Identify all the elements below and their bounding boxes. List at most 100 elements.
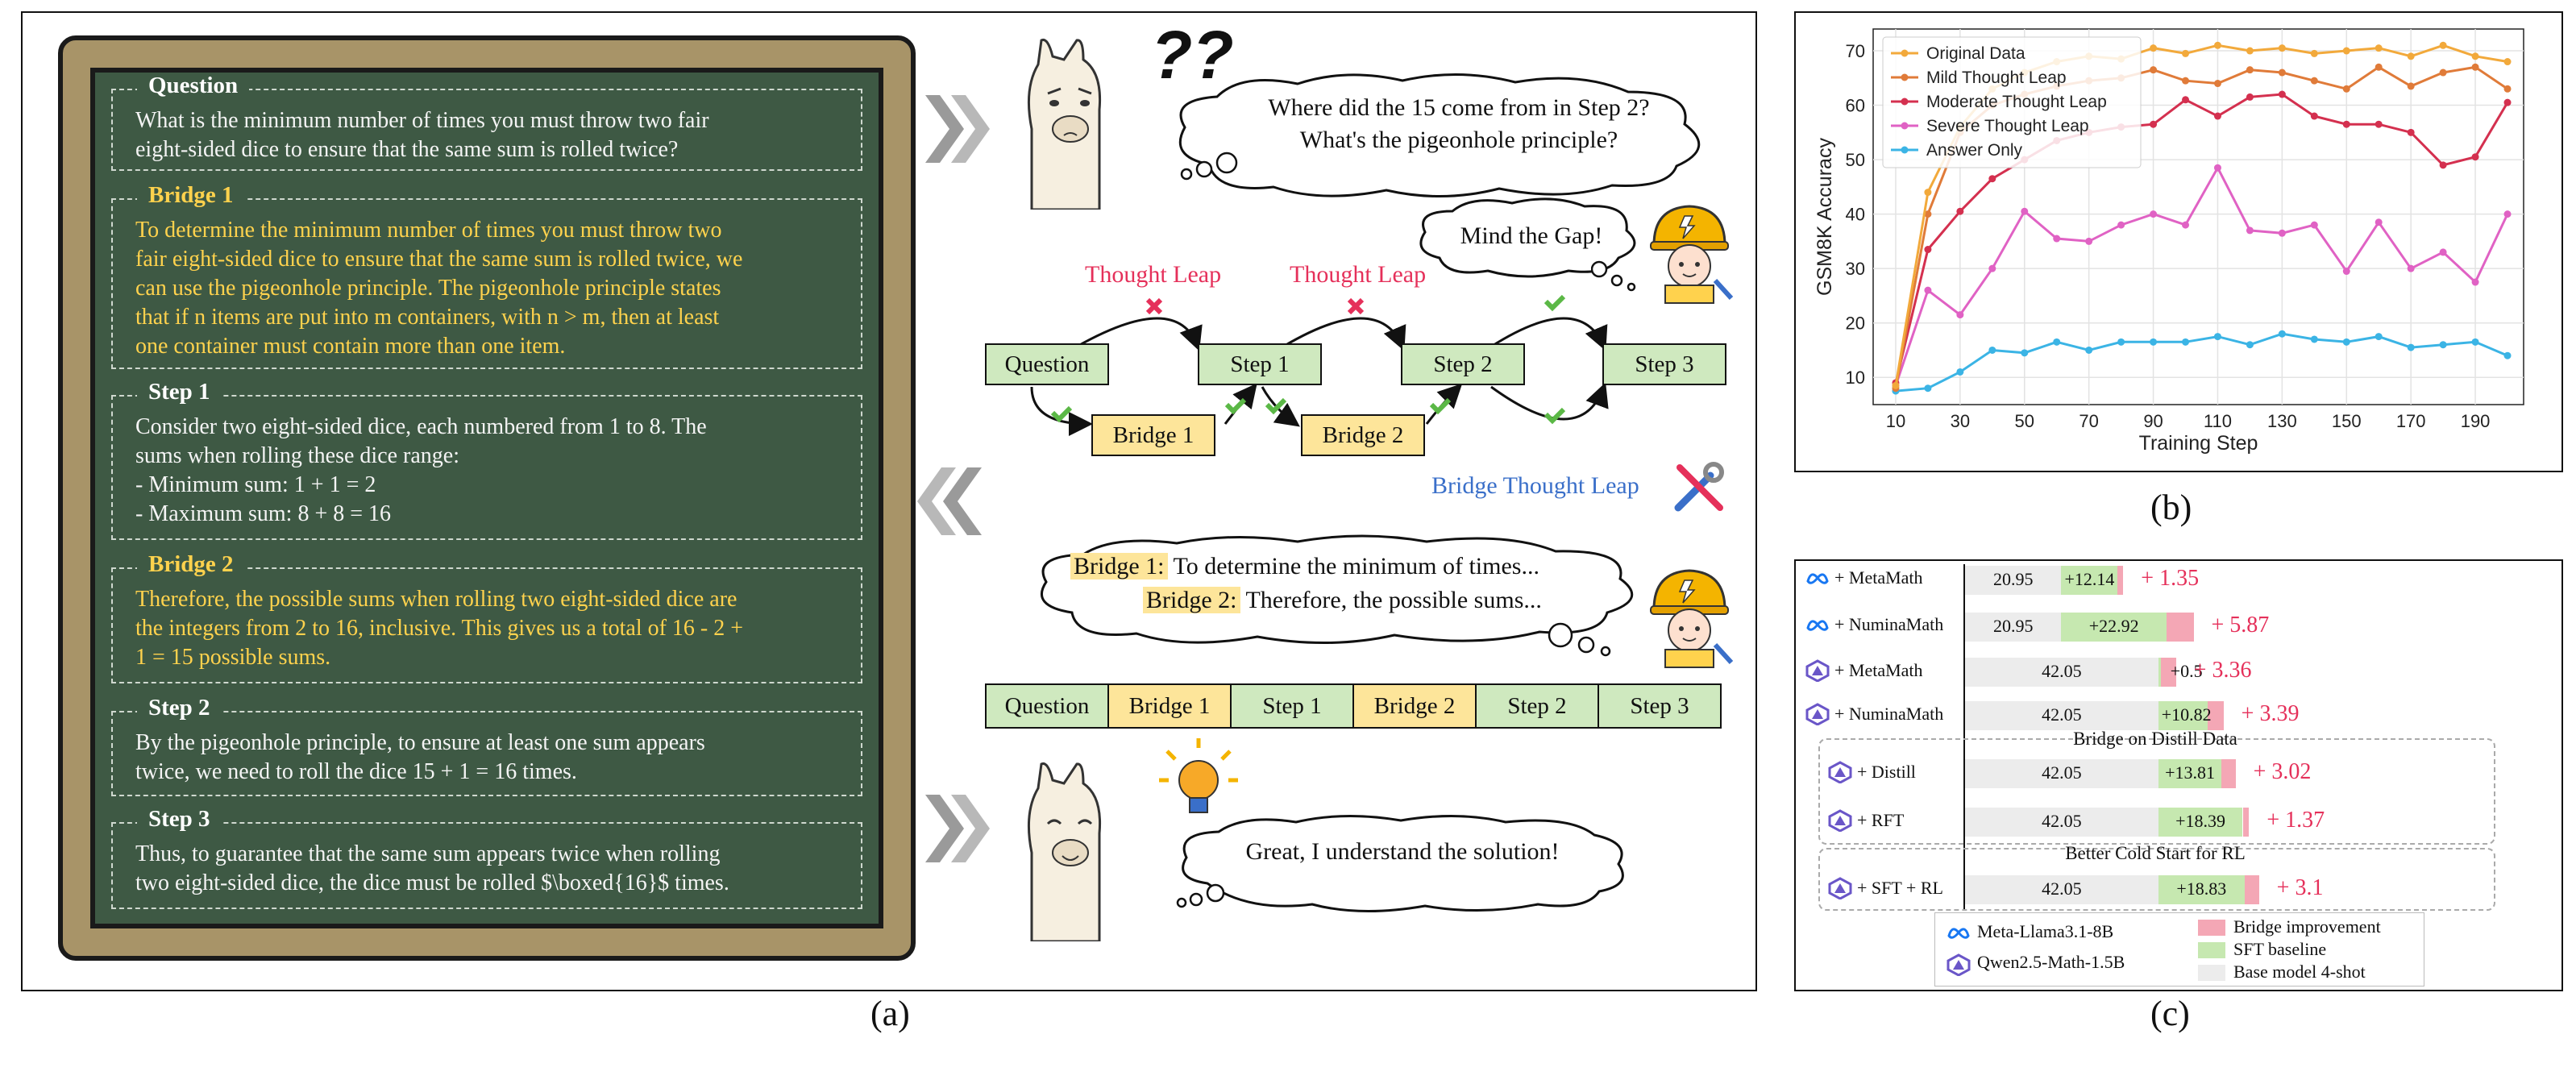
section-text: What is the minimum number of times you … [135,108,709,162]
qwen-logo-icon [1805,659,1830,682]
legend-sft-swatch [2198,942,2225,958]
data-point [1988,264,1996,272]
y-tick-label: 30 [1846,259,1865,279]
data-point [2374,63,2383,71]
data-point [2407,52,2415,60]
thought-bubbles [1180,152,1238,181]
thought-bubbles [1548,622,1611,657]
bridge-delta-label: + 3.1 [2276,875,2324,900]
bridge-delta-label: + 1.37 [2266,808,2325,833]
section-title: Question [137,73,250,99]
data-point [1924,384,1932,393]
cloud1-line2: What's the pigeonhole principle? [1299,127,1618,153]
bridge1-highlight: Bridge 1: [1070,553,1168,579]
seq-bridge2: Bridge 2 [1354,685,1477,727]
row-label-text: + Distill [1857,762,1916,782]
bridge-bar [2208,701,2224,730]
base-bar [1965,613,2062,642]
data-point [2503,98,2512,106]
thought-cloud [1041,534,1634,644]
confused-llama-icon [1027,38,1102,210]
x-tick-label: 70 [2079,411,2098,431]
sft-value-label: +18.39 [2175,811,2226,831]
cloud2-line1: Bridge 1: To determine the minimum of ti… [1070,553,1539,580]
data-point [2374,44,2383,52]
data-point [2342,268,2350,276]
bridge2-highlight: Bridge 2: [1143,587,1240,613]
data-point [2503,210,2512,218]
data-point [1956,368,1964,376]
data-point [2246,341,2254,349]
data-point [2342,47,2350,55]
sft-value-label: +0.5 [2170,661,2203,681]
chalkboard-frame: Question What is the minimum number of t… [58,35,916,961]
node-bridge1: Bridge 1 [1091,414,1215,456]
bridge-delta-label: + 3.36 [2193,658,2252,683]
legend-marker [1901,122,1909,130]
legend-label: Answer Only [1926,141,2023,160]
node-question: Question [985,343,1109,385]
sft-bar [2158,701,2208,730]
chevron-right-icon [925,95,990,163]
sft-bar [2158,658,2161,687]
data-point [2310,335,2318,343]
bar-legend: Meta-Llama3.1-8B Qwen2.5-Math-1.5B Bridg… [1934,912,2424,987]
data-point [2278,229,2286,237]
x-axis-label: Training Step [2139,432,2258,455]
base-bar [1965,808,2158,837]
section-question: Question What is the minimum number of t… [111,73,862,171]
chart-legend [1882,36,2142,168]
flow-arrows [1030,294,1609,436]
x-tick-label: 170 [2396,411,2426,431]
sft-bar [2158,759,2222,788]
sequence-bar: Question Bridge 1 Step 1 Bridge 2 Step 2… [985,683,1722,729]
y-tick-label: 60 [1846,96,1865,116]
sft-value-label: +12.14 [2064,569,2115,589]
data-point [2053,235,2061,243]
y-tick-label: 20 [1846,314,1865,334]
data-point [2310,112,2318,120]
row-label: + Distill [1805,761,1981,783]
data-point [2182,338,2190,346]
data-point [2150,44,2158,52]
data-point [2278,44,2286,52]
sft-bar [2061,566,2117,595]
data-point [1956,207,1964,215]
data-point [2246,93,2254,101]
cloud3-text: Great, I understand the solution! [1245,838,1560,865]
data-point [2021,349,2029,357]
qwen-logo-icon [1828,809,1852,832]
row-label-text: + MetaMath [1834,660,1923,680]
seq-step1: Step 1 [1232,685,1354,727]
cloud1-text: Where did the 15 come from in Step 2? Wh… [1241,92,1676,156]
y-tick-label: 70 [1846,41,1865,61]
legend-marker [1901,98,1909,106]
data-point [2310,221,2318,229]
bridge-bar [2245,875,2259,904]
data-point [2439,161,2447,169]
data-point [2342,85,2350,93]
data-point [1988,175,1996,183]
data-point [2213,41,2221,49]
y-tick-label: 10 [1846,368,1865,388]
data-point [2278,330,2286,338]
bridge-delta-label: + 1.35 [2141,566,2200,591]
x-tick-label: 90 [2143,411,2163,431]
bridge-delta-label: + 3.02 [2253,759,2312,784]
data-point [2439,341,2447,349]
section-text: Thus, to guarantee that the same sum app… [135,841,729,895]
base-bar [1965,875,2158,904]
base-value-label: 42.05 [2042,661,2082,681]
y-axis-label: GSM8K Accuracy [1814,138,1836,296]
qwen-logo-icon [1805,703,1830,725]
lightbulb-icon [1159,738,1238,813]
node-step2: Step 2 [1401,343,1525,385]
bridge2-cloud-text: Therefore, the possible sums... [1240,587,1542,613]
row-label-text: + NuminaMath [1834,614,1944,634]
data-point [2471,52,2479,60]
legend-label: Original Data [1926,44,2025,63]
sft-value-label: +10.82 [2161,704,2212,725]
data-point [2342,120,2350,128]
sft-value-label: +13.81 [2165,762,2215,783]
section-title: Step 3 [137,806,222,833]
